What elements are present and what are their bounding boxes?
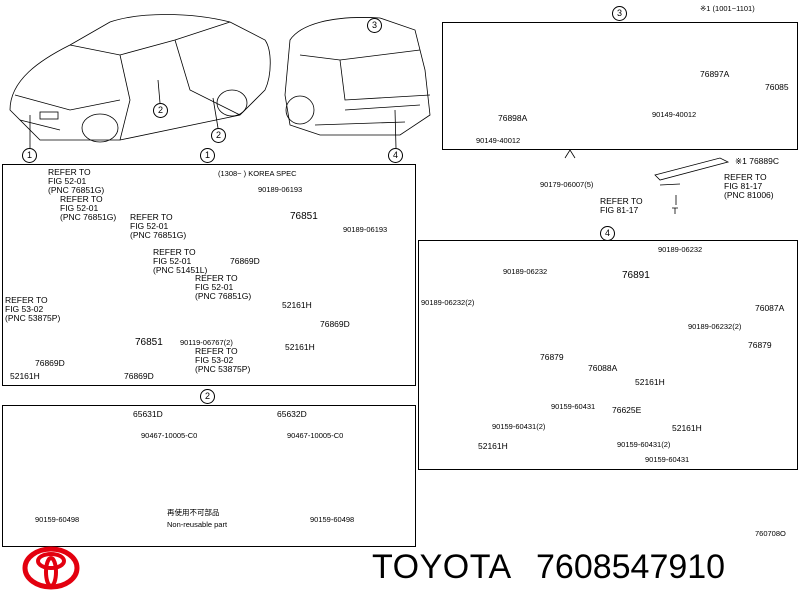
part-90467-10005-c0-b: 90467-10005-C0 (287, 431, 344, 440)
ref-fig-52-01-e: REFER TO FIG 52-01 (PNC 76851G) (195, 273, 252, 301)
part-76869d-b: 76869D (124, 371, 154, 381)
callout-3: 3 (367, 18, 382, 33)
part-76889c: ※1 76889C (735, 156, 779, 166)
callout-1: 1 (22, 148, 37, 163)
panel-1-engine-under-cover (2, 164, 416, 386)
part-76625e: 76625E (612, 405, 642, 415)
ref-fig-53-02-a: REFER TO FIG 53-02 (PNC 53875P) (5, 295, 61, 323)
brand-name: TOYOTA (372, 548, 512, 586)
part-90189-06232-2-b: 90189-06232(2) (688, 322, 742, 331)
ref-fig-53-02-b: REFER TO FIG 53-02 (PNC 53875P) (195, 346, 251, 374)
part-76869d-a: 76869D (35, 358, 65, 368)
part-90159-60431-2-b: 90159-60431(2) (617, 440, 671, 449)
panel-4-rear-under-cover (418, 240, 798, 470)
part-52161h-c: 52161H (285, 342, 315, 352)
part-76891: 76891 (622, 270, 650, 281)
panel-3-rear-spoiler (442, 22, 798, 150)
part-76879-a: 76879 (540, 352, 564, 362)
ref-fig-52-01-d: REFER TO FIG 52-01 (PNC 51451L) (153, 247, 208, 275)
part-76869d-c: 76869D (230, 256, 260, 266)
part-52161h-f: 52161H (672, 423, 702, 433)
part-76851-korea: 76851 (290, 211, 318, 222)
part-90467-10005-c0-a: 90467-10005-C0 (141, 431, 198, 440)
part-76869d-d: 76869D (320, 319, 350, 329)
part-90149-40012-b: 90149-40012 (652, 110, 697, 119)
part-90189-06193-b: 90189-06193 (343, 225, 388, 234)
ref-fig-52-01-a: REFER TO FIG 52-01 (PNC 76851G) (48, 167, 105, 195)
part-90159-60431-b: 90159-60431 (645, 455, 690, 464)
part-90119-06767: 90119-06767(2) (180, 338, 233, 347)
part-52161h-e: 52161H (478, 441, 508, 451)
ref-fig-52-01-c: REFER TO FIG 52-01 (PNC 76851G) (130, 212, 187, 240)
diagram-code: 760708O (755, 529, 786, 538)
part-76879-b: 76879 (748, 340, 772, 350)
panel-4-callout: 4 (600, 226, 615, 241)
part-90189-06232-2-a: 90189-06232(2) (421, 298, 475, 307)
panel-3-callout: 3 (612, 6, 627, 21)
legend-non-reusable-jp: 再使用不可部品 (167, 508, 220, 517)
part-76851-left: 76851 (135, 337, 163, 348)
part-90159-60431-a: 90159-60431 (551, 402, 596, 411)
ref-fig-52-01-b: REFER TO FIG 52-01 (PNC 76851G) (60, 194, 117, 222)
ref-fig-81-17-a: REFER TO FIG 81-17 (PNC 81006) (724, 172, 774, 200)
ref-fig-81-17-b: REFER TO FIG 81-17 (600, 196, 643, 215)
callout-2: 2 (153, 103, 168, 118)
part-76087a: 76087A (755, 303, 785, 313)
part-76897a: 76897A (700, 69, 730, 79)
toyota-logo-icon (22, 546, 80, 590)
part-90189-06232-b: 90189-06232 (503, 267, 548, 276)
part-90179-06007: 90179-06007(5) (540, 180, 594, 189)
part-90159-60498-b: 90159-60498 (310, 515, 355, 524)
part-90189-06232-a: 90189-06232 (658, 245, 703, 254)
legend-non-reusable-en: Non-reusable part (167, 520, 228, 529)
part-52161h-d: 52161H (635, 377, 665, 387)
panel-2-callout: 2 (200, 389, 215, 404)
part-76898a: 76898A (498, 113, 528, 123)
part-76085: 76085 (765, 82, 789, 92)
panel-2-splash-shields (2, 405, 416, 547)
part-90159-60498-a: 90159-60498 (35, 515, 80, 524)
part-76088a: 76088A (588, 363, 618, 373)
part-90159-60431-2-a: 90159-60431(2) (492, 422, 546, 431)
part-65632d: 65632D (277, 409, 307, 419)
panel-1-callout: 1 (200, 148, 215, 163)
callout-4: 4 (388, 148, 403, 163)
part-90189-06193-a: 90189-06193 (258, 185, 303, 194)
korea-spec-note: (1308− ) KOREA SPEC (218, 169, 297, 178)
part-65631d: 65631D (133, 409, 163, 419)
part-52161h-b: 52161H (282, 300, 312, 310)
part-52161h-a: 52161H (10, 371, 40, 381)
callout-2: 2 (211, 128, 226, 143)
part-90149-40012-a: 90149-40012 (476, 136, 521, 145)
date-range-note: ※1 (1001−1101) (700, 4, 755, 13)
part-number: 7608547910 (536, 548, 726, 586)
